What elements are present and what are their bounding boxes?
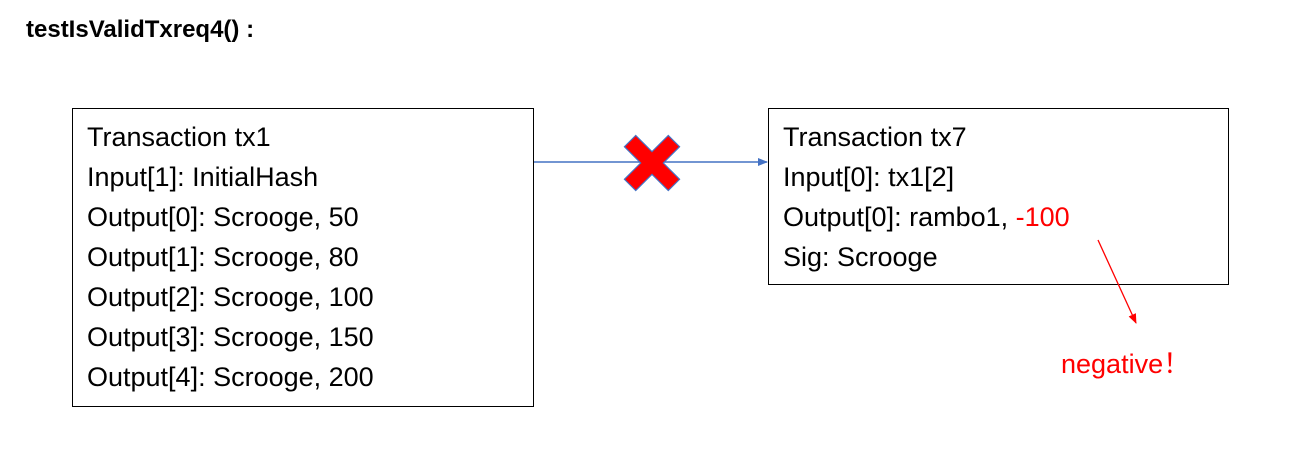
tx1-output-3: Output[3]: Scrooge, 150	[87, 322, 374, 352]
tx7-signature: Sig: Scrooge	[783, 242, 938, 272]
transaction-tx1-box: Transaction tx1 Input[1]: InitialHash Ou…	[72, 108, 534, 407]
x-mark-icon	[623, 134, 681, 192]
tx1-output-0: Output[0]: Scrooge, 50	[87, 202, 359, 232]
tx1-output-1: Output[1]: Scrooge, 80	[87, 242, 359, 272]
negative-pointer-arrow	[1097, 239, 1137, 324]
tx1-output-2: Output[2]: Scrooge, 100	[87, 282, 374, 312]
negative-value: -100	[1015, 202, 1070, 232]
tx7-output-0-label: Output[0]: rambo1,	[783, 202, 1016, 232]
tx7-output-0: Output[0]: rambo1, -100	[783, 197, 1228, 237]
tx1-header: Transaction tx1	[87, 122, 271, 152]
transaction-tx7-box: Transaction tx7 Input[0]: tx1[2] Output[…	[768, 108, 1229, 285]
page-title: testIsValidTxreq4() :	[26, 16, 255, 43]
tx7-input-0: Input[0]: tx1[2]	[783, 162, 955, 192]
tx1-output-4: Output[4]: Scrooge, 200	[87, 362, 374, 392]
negative-annotation: negative！	[1061, 349, 1191, 379]
tx1-input-1: Input[1]: InitialHash	[87, 162, 319, 192]
tx7-header: Transaction tx7	[783, 122, 967, 152]
